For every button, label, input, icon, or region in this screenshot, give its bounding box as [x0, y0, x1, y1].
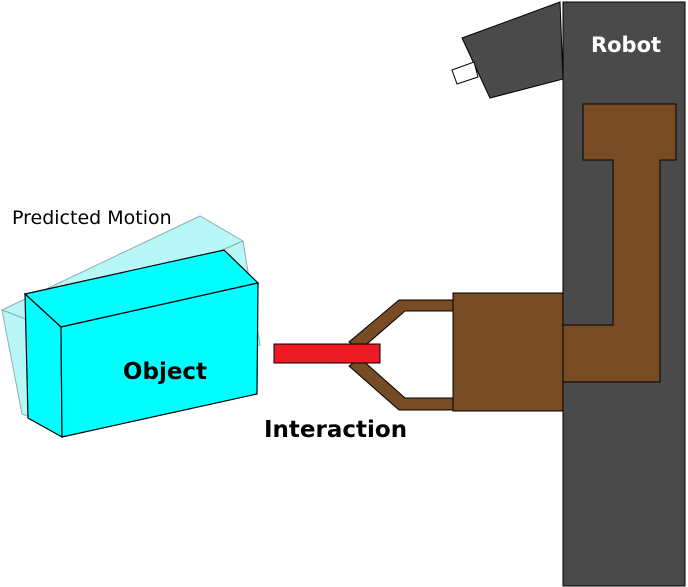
- gripper-finger-lower: [348, 357, 454, 411]
- robot: [348, 1, 686, 587]
- robot-camera-lens: [451, 61, 479, 85]
- gripper-finger-upper: [348, 299, 454, 351]
- interaction-bar: [273, 343, 381, 364]
- robot-head: [461, 1, 564, 99]
- predicted-motion-label: Predicted Motion: [12, 207, 172, 229]
- object-label: Object: [123, 359, 207, 385]
- interaction-label: Interaction: [264, 417, 407, 443]
- object-front-face: [60, 282, 259, 438]
- gripper-block: [452, 292, 564, 412]
- robot-label: Robot: [591, 33, 661, 57]
- object-box: [23, 249, 260, 439]
